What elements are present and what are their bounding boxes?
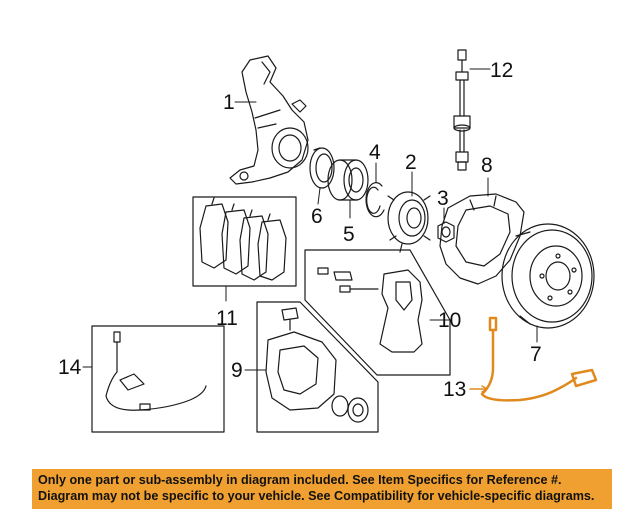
callout-12: 12 [490, 59, 514, 82]
callout-13: 13 [443, 378, 467, 401]
callout-10: 10 [438, 309, 462, 332]
leader-lines [82, 68, 538, 371]
callout-4: 4 [369, 141, 381, 164]
callout-3: 3 [437, 187, 449, 210]
leader-13 [469, 385, 488, 393]
callout-2: 2 [405, 151, 417, 174]
callout-6: 6 [311, 205, 323, 228]
brake-rotor [501, 223, 595, 329]
disclaimer-banner: Only one part or sub-assembly in diagram… [32, 469, 612, 509]
steering-knuckle [229, 55, 309, 185]
snap-ring [365, 182, 385, 218]
caliper-bracket-box [304, 249, 451, 376]
callout-9: 9 [231, 359, 243, 382]
parts-diagram [82, 49, 598, 433]
callout-8: 8 [481, 154, 493, 177]
callout-7: 7 [530, 343, 542, 366]
seal-ring [309, 147, 335, 189]
callout-1: 1 [223, 91, 235, 114]
caliper-box [256, 301, 379, 433]
brake-hose [453, 49, 471, 171]
wheel-hub [387, 191, 431, 253]
disclaimer-line-1: Only one part or sub-assembly in diagram… [38, 473, 562, 487]
wear-sensor-box [91, 325, 225, 433]
callout-11: 11 [216, 307, 238, 330]
callout-5: 5 [343, 223, 355, 246]
wheel-bearing [327, 159, 369, 201]
callout-14: 14 [58, 356, 82, 379]
abs-sensor [480, 316, 598, 402]
disclaimer-line-2: Diagram may not be specific to your vehi… [38, 489, 595, 503]
pad-set-box [192, 196, 297, 287]
